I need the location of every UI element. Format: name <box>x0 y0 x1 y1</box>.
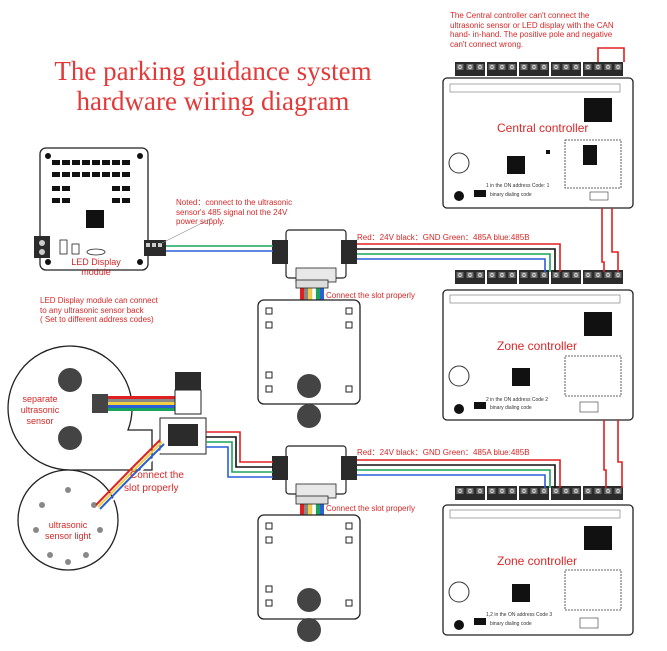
led-display-note: LED Display module can connect to any ul… <box>40 296 230 325</box>
led-note-line1: LED Display module can connect <box>40 296 158 305</box>
sensor-cable <box>92 372 207 455</box>
separate-sensor-label-line2: ultrasonic <box>21 405 60 415</box>
zone1-binary-text: binary dialing code <box>490 405 532 411</box>
can-bus-wires <box>597 47 625 488</box>
zone-controller-1-board <box>442 289 634 421</box>
wire-lower-to-zone2 <box>357 459 561 488</box>
sensor-light-label-line1: ultrasonic <box>49 520 88 530</box>
led-display-label-line1: LED Display <box>71 257 121 267</box>
led-display-module <box>34 147 166 271</box>
separate-sensor-label-line1: separate <box>22 394 57 404</box>
slot-label-3-line2: slot properly <box>124 483 178 494</box>
central-note-line1: The Central controller can't connect the <box>450 11 590 20</box>
central-note-line3: hand- in-hand. The positive pole and neg… <box>450 30 613 39</box>
central-controller-board <box>442 77 634 209</box>
zone-controller-2-label: Zone controller <box>497 554 577 568</box>
zone1-code-text: 2 in the ON address Code 2 <box>486 397 548 403</box>
slot-label-2: Connect the slot properly <box>326 504 415 513</box>
zone2-terminal-block <box>454 485 624 501</box>
led-note-line2: to any ultrasonic sensor back <box>40 305 144 315</box>
diagram-title-line1: The parking guidance system <box>54 56 372 86</box>
central-note-line2: ultrasonic sensor or LED display with th… <box>450 20 614 30</box>
upper-sensor-board <box>257 299 361 428</box>
led-note-line3: ( Set to different address codes) <box>40 315 154 324</box>
pointer-lines <box>159 217 213 245</box>
ultrasonic-sensor-light <box>17 439 167 571</box>
central-terminal-block <box>454 61 624 77</box>
zone1-terminal-block <box>454 269 624 285</box>
lower-sensor-board <box>257 514 361 642</box>
wire-upper-to-zone1 <box>357 243 561 272</box>
central-note: The Central controller can't connect the… <box>450 11 655 49</box>
wire-colors-label-2: Red：24V black：GND Green：485A blue:485B <box>357 448 530 457</box>
central-binary-text: binary dialing code <box>490 192 532 198</box>
zone2-code-text: 1,2 in the ON address Code 3 <box>486 612 552 618</box>
slot-label-1: Connect the slot properly <box>326 291 415 300</box>
separate-sensor-label-line3: sensor <box>26 416 53 426</box>
diagram-title-line2: hardware wiring diagram <box>76 86 350 116</box>
noted-text: Noted：connect to the ultrasonic sensor's… <box>176 198 346 227</box>
zone2-binary-text: binary dialing code <box>490 621 532 627</box>
wire-led-to-junction <box>166 245 273 252</box>
noted-line3: power supply. <box>176 217 225 226</box>
wire-sensor-to-lower-junction <box>206 431 273 478</box>
central-controller-label: Central controller <box>497 121 588 135</box>
slot-label-3-line1: Connect the <box>130 470 184 481</box>
zone-controller-2-board <box>442 504 634 636</box>
central-note-line4: can't connect wrong. <box>450 39 524 49</box>
wire-colors-label-1: Red：24V black：GND Green：485A blue:485B <box>357 233 530 242</box>
sensor-light-label-line2: sensor light <box>45 531 92 541</box>
central-code-text: 1 in the ON address Code: 1 <box>486 183 550 189</box>
led-display-label-line2: module <box>81 267 111 277</box>
lower-junction-board <box>272 445 357 499</box>
noted-line1: Noted：connect to the ultrasonic <box>176 198 293 207</box>
separate-ultrasonic-sensor <box>7 345 153 471</box>
noted-line2: sensor's 485 signal not the 24V <box>176 207 288 217</box>
upper-junction-board <box>272 229 357 283</box>
zone-controller-1-label: Zone controller <box>497 339 577 353</box>
